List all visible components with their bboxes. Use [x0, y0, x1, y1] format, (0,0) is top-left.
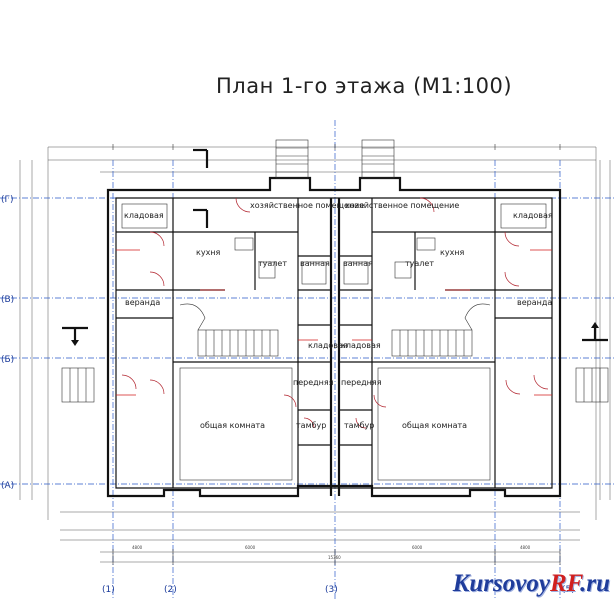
watermark-accent: RF	[549, 570, 581, 597]
room-boiler-left: хозяйственное помещение	[250, 201, 364, 210]
room-storage-left: кладовая	[124, 211, 164, 220]
dim-overall: 15360	[328, 555, 341, 560]
room-hall-right: передняя	[341, 378, 382, 387]
room-wc-left: туалет	[258, 259, 287, 268]
room-wc-right: туалет	[405, 259, 434, 268]
stairs-right	[391, 303, 491, 357]
room-bath-right: ванная	[343, 259, 373, 268]
dimension-tick-marks	[112, 144, 561, 565]
room-pantry-left: кладовая	[308, 341, 348, 350]
watermark-main: Kursovoy	[452, 570, 550, 597]
axis-col-1: (1)	[102, 585, 115, 595]
room-labels: кладовая кладовая кухня кухня веранда ве…	[124, 201, 553, 430]
room-veranda-right: веранда	[517, 298, 552, 307]
site-watermark-logo: KursovoyRF.ru	[453, 570, 610, 598]
door-swings	[121, 197, 549, 429]
dim-side-right: 4800	[520, 545, 531, 550]
axis-row-v: (В)	[1, 295, 14, 305]
room-kitchen-right: кухня	[440, 248, 465, 257]
section-markers	[62, 148, 608, 346]
axis-col-3: (3)	[325, 585, 338, 595]
plan-title: План 1-го этажа (М1:100)	[216, 74, 512, 98]
room-pantry-right: кладовая	[341, 341, 381, 350]
room-frames	[121, 203, 547, 481]
entry-stairs-side	[61, 367, 609, 403]
red-dimension-ticks	[116, 249, 552, 396]
room-living-left: общая комната	[200, 421, 265, 430]
dim-half-left: 6000	[245, 545, 256, 550]
watermark-suffix: .ru	[580, 570, 610, 597]
room-hall-left: передняя	[293, 378, 334, 387]
axis-row-b: (Б)	[1, 355, 14, 365]
room-vestibule-left: тамбур	[296, 421, 326, 430]
grid-axes	[0, 120, 616, 600]
interior-walls	[116, 198, 552, 496]
room-living-right: общая комната	[402, 421, 467, 430]
dim-half-right: 6000	[412, 545, 423, 550]
dim-side-left: 4800	[132, 545, 143, 550]
stairs-left	[179, 303, 279, 357]
axis-labels: (Г) (В) (Б) (А) (1) (2) (3) (5)	[1, 195, 575, 595]
room-veranda-left: веранда	[125, 298, 160, 307]
room-storage-right: кладовая	[513, 211, 553, 220]
axis-col-5: (5)	[562, 585, 575, 595]
room-boiler-right: хозяйственное помещение	[345, 201, 459, 210]
exterior-walls	[106, 176, 562, 498]
axis-row-g: (Г)	[1, 195, 14, 205]
entry-stairs-top	[275, 139, 395, 179]
room-bath-left: ванная	[300, 259, 330, 268]
axis-col-2: (2)	[164, 585, 177, 595]
kitchen-fixtures	[234, 237, 436, 285]
axis-row-a: (А)	[1, 481, 14, 491]
room-vestibule-right: тамбур	[344, 421, 374, 430]
room-kitchen-left: кухня	[196, 248, 221, 257]
